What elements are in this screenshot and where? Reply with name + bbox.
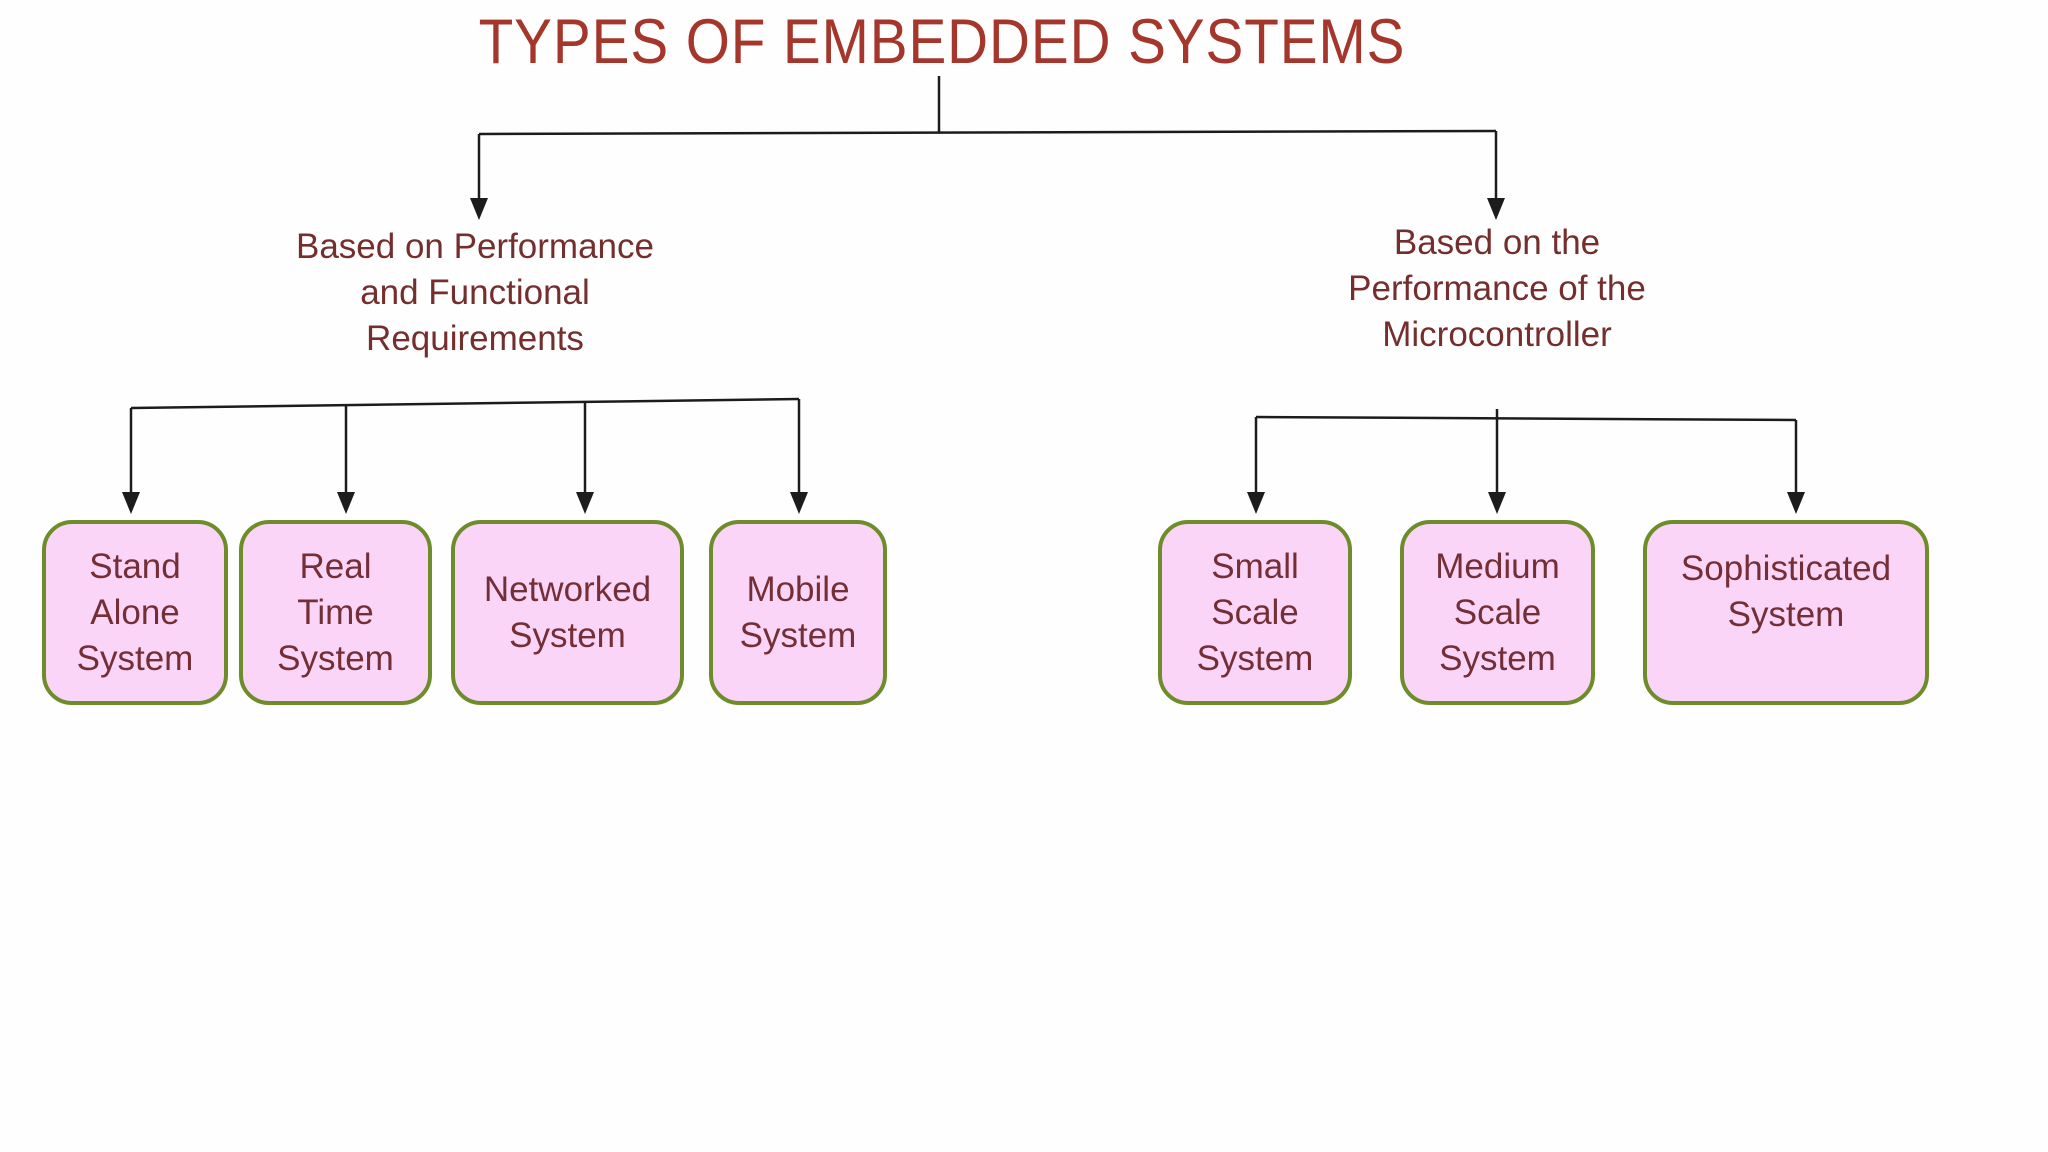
node-small-scale-line2: Scale: [1211, 592, 1299, 632]
branch-right-label-line1: Based on the: [1393, 223, 1601, 262]
branch-label-performance-functional: Based on Performance and Functional Requ…: [225, 224, 725, 362]
node-mobile-line1: Mobile: [746, 569, 850, 609]
branch-left-label-line3: Requirements: [366, 319, 584, 358]
node-real-time-line2: Time: [297, 592, 374, 632]
branch-right-label-line3: Microcontroller: [1382, 315, 1612, 354]
node-stand-alone-line1: Stand: [89, 546, 181, 586]
node-mobile-system: Mobile System: [709, 520, 887, 705]
node-stand-alone-line3: System: [76, 638, 194, 678]
diagram-title: TYPES OF EMBEDDED SYSTEMS: [478, 7, 1406, 77]
arrowhead-small-scale: [1247, 492, 1265, 514]
node-sophisticated-line2: System: [1727, 595, 1845, 634]
branch-label-microcontroller-performance: Based on the Performance of the Microcon…: [1247, 220, 1747, 358]
branch-left-label-line1: Based on Performance: [296, 227, 654, 266]
node-stand-alone-system: Stand Alone System: [42, 520, 228, 705]
branch-left-label-line2: and Functional: [360, 273, 590, 312]
node-sophisticated-line1: Sophisticated: [1680, 549, 1892, 588]
node-sophisticated-system: Sophisticated System: [1643, 520, 1929, 705]
node-small-scale-line1: Small: [1211, 546, 1299, 586]
node-networked-line2: System: [509, 615, 626, 655]
arrowhead-stand-alone: [122, 492, 140, 514]
node-medium-scale-line3: System: [1439, 638, 1556, 678]
node-real-time-line3: System: [277, 638, 394, 678]
node-medium-scale-system: Medium Scale System: [1400, 520, 1595, 705]
connector-left-level2-horizontal: [130, 397, 800, 410]
arrowhead-right-branch: [1487, 198, 1505, 220]
arrowhead-networked: [576, 492, 594, 514]
connector-level1-horizontal: [478, 129, 1497, 136]
node-small-scale-line3: System: [1196, 638, 1314, 678]
node-medium-scale-line2: Scale: [1453, 592, 1542, 632]
node-mobile-line2: System: [739, 615, 857, 655]
node-small-scale-system: Small Scale System: [1158, 520, 1352, 705]
connector-right-level2-horizontal: [1255, 415, 1797, 422]
node-networked-system: Networked System: [451, 520, 684, 705]
arrowhead-sophisticated: [1787, 492, 1805, 514]
arrowhead-mobile: [790, 492, 808, 514]
node-networked-line1: Networked: [483, 569, 652, 609]
arrowhead-real-time: [337, 492, 355, 514]
node-real-time-system: Real Time System: [239, 520, 432, 705]
node-medium-scale-line1: Medium: [1435, 546, 1560, 586]
node-real-time-line1: Real: [299, 546, 372, 586]
node-stand-alone-line2: Alone: [90, 592, 180, 632]
arrowhead-medium-scale: [1488, 492, 1506, 514]
arrowhead-left-branch: [470, 198, 488, 220]
branch-right-label-line2: Performance of the: [1348, 269, 1646, 308]
